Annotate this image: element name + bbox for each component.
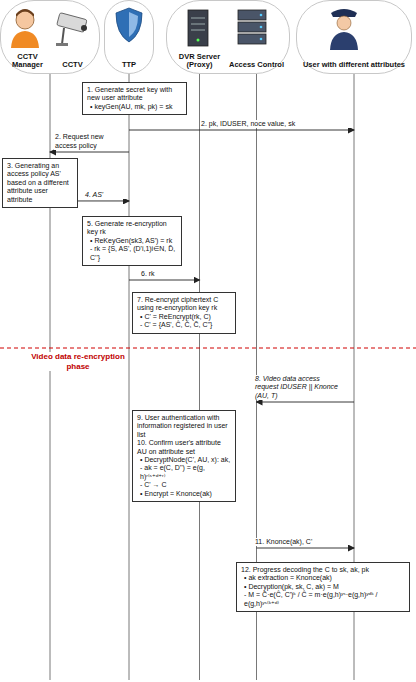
step-title: 1. Generate secret key with new user att…: [87, 86, 182, 103]
actor-name: Access Control: [228, 61, 285, 69]
step-line: - M = C̃·e(Ĉ, C')ᵏ / Ĉ = m·e(g,h)ʸˢ·e(g,…: [241, 591, 405, 608]
step-line: • DecryptNode(C', AU, x): ak,: [137, 456, 231, 464]
message-label: 11. Knonce(ak), C': [254, 538, 340, 546]
step-line: • C' = ReEncrypt(rk, C): [137, 313, 231, 321]
step-line: - C' = {AS', Ĉ, Č, C̃, C''}: [137, 321, 231, 329]
lifeline: [129, 74, 130, 680]
phase-label: Video data re-encryption phase: [30, 352, 126, 371]
process-box: 3. Generating an access policy AS' based…: [2, 158, 78, 208]
step-line: • keyGen(AU, mk, pk) = sk: [87, 103, 182, 111]
process-box: 9. User authentication with information …: [132, 410, 236, 502]
message-label: 8. Video data access request IDUSER || K…: [254, 375, 340, 400]
step-title: 3. Generating an access policy AS' based…: [7, 162, 73, 204]
user-icon: [330, 9, 358, 50]
message-label: 2. pk, IDUSER, noce value, sk: [200, 120, 352, 128]
step-title: 5. Generate re-encryption key rk: [87, 220, 177, 237]
message-arrow: [129, 130, 354, 131]
dvr-server-icon: [188, 10, 208, 46]
message-arrow: [257, 548, 355, 549]
step-line: • Decryption(pk, sk, C, ak) = M: [241, 583, 405, 591]
step-line: • ReKeyGen(sk3, AS') = rk: [87, 237, 177, 245]
actor-cloud: TTP: [104, 0, 154, 74]
process-box: 12. Progress decoding the C to sk, ak, p…: [236, 562, 410, 612]
phase-divider: [0, 348, 416, 349]
step-title: 7. Re-encrypt ciphertext C using re-encr…: [137, 296, 231, 313]
message-arrow: [50, 152, 129, 153]
actor-name: CCTV: [50, 61, 95, 69]
message-label: 2. Request new access policy: [54, 133, 122, 150]
step-title: 9. User authentication with information …: [137, 414, 231, 439]
access-control-icon: [238, 10, 266, 44]
actor-name: TTP: [109, 61, 149, 69]
step-line: - C' → C: [137, 481, 231, 489]
actor-name: CCTV Manager: [5, 53, 50, 70]
step-title: 12. Progress decoding the C to sk, ak, p…: [241, 566, 405, 574]
step-line: • Encrypt = Knonce(ak): [137, 490, 231, 498]
actor-name: DVR Server (Proxy): [171, 53, 228, 70]
process-box: 1. Generate secret key with new user att…: [82, 82, 187, 115]
actor-cloud: CCTV ManagerCCTV: [0, 0, 100, 74]
actor-name: User with different attributes: [301, 61, 407, 69]
message-label: 6. rk: [140, 270, 182, 278]
message-arrow: [257, 402, 355, 403]
ttp-shield-icon: [116, 8, 142, 42]
manager-icon: [11, 9, 39, 48]
message-label: 4. AS': [84, 191, 126, 199]
cctv-camera-icon: [56, 13, 87, 46]
process-box: 7. Re-encrypt ciphertext C using re-encr…: [132, 292, 236, 334]
step-line: • ak extraction = Knonce(ak): [241, 574, 405, 582]
step-line: - ak = e(C, D'') = e(g, h)ʳ⁽ˢ⁺ᵈ⁺ʳ⁾: [137, 464, 231, 481]
message-arrow: [78, 200, 129, 201]
lifeline: [199, 74, 200, 680]
process-box: 5. Generate re-encryption key rk• ReKeyG…: [82, 216, 182, 266]
message-arrow: [129, 280, 200, 281]
actor-cloud: DVR Server (Proxy)Access Control: [166, 0, 290, 74]
step-line: 10. Confirm user's attribute AU on attri…: [137, 439, 231, 456]
actor-cloud: User with different attributes: [296, 0, 412, 74]
step-line: - rk = {S, AS', (D'i,1)i∈N, D̃, C''}: [87, 245, 177, 262]
